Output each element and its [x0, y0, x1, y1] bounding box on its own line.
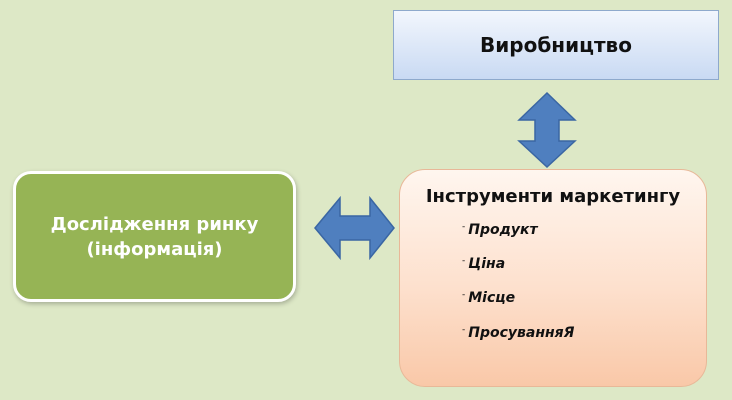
vertical-double-arrow	[517, 91, 577, 169]
production-box: Виробництво	[393, 10, 719, 80]
tool-item-place: -Місце	[462, 290, 515, 306]
tool-item-marker: -	[462, 256, 466, 266]
market-research-line2: (інформація)	[86, 238, 223, 260]
tool-item-label: Продукт	[468, 222, 538, 238]
marketing-tools-title: Інструменти маркетингу	[425, 186, 681, 207]
tool-item-label: Ціна	[468, 256, 506, 272]
tool-item-marker: -	[462, 222, 466, 232]
tool-item-product: -Продукт	[462, 222, 538, 238]
horizontal-double-arrow	[314, 195, 395, 261]
tool-item-promotion: -ПросуванняЯ	[462, 325, 574, 341]
market-research-line1: Дослідження ринку	[50, 213, 259, 235]
tool-item-marker: -	[462, 325, 466, 335]
tool-item-label: Місце	[468, 290, 516, 306]
marketing-tools-box: Інструменти маркетингу -Продукт -Ціна -М…	[399, 169, 707, 387]
tool-item-marker: -	[462, 290, 466, 300]
market-research-box: Дослідження ринку (інформація)	[13, 171, 296, 302]
tool-item-price: -Ціна	[462, 256, 505, 272]
production-label: Виробництво	[480, 33, 632, 57]
tool-item-label: ПросуванняЯ	[468, 325, 575, 341]
